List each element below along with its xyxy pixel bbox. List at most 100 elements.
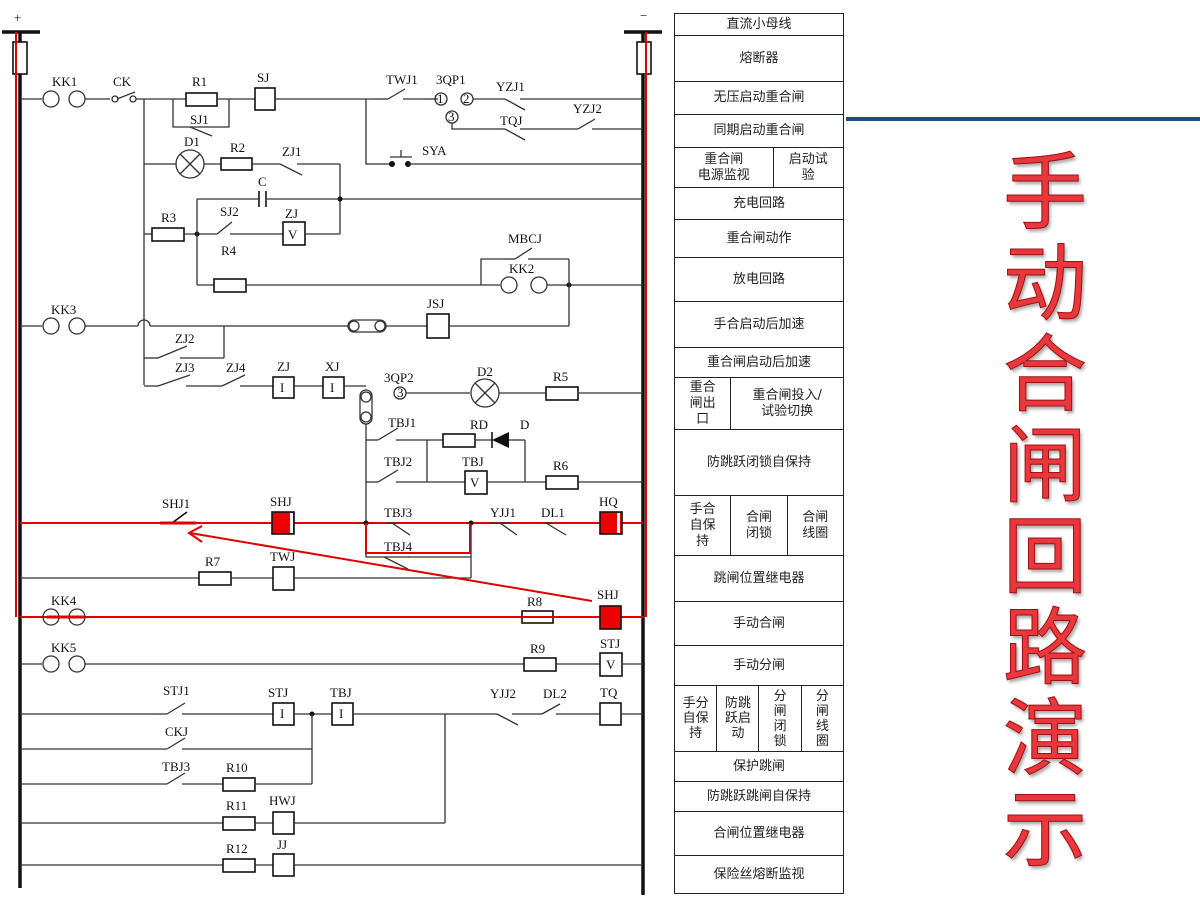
r11-resistor-icon — [222, 816, 256, 831]
label-zj-i: ZJ — [277, 359, 290, 374]
row-manual-close-accel: KK3 JSJ ZJ2 — [20, 296, 569, 359]
row-protection-trip: STJ1 I STJ I TBJ YJJ2 DL2 TQ — [20, 683, 643, 823]
label-r1: R1 — [192, 74, 207, 89]
label-tbj3: TBJ3 — [384, 505, 412, 520]
positive-bus: + — [2, 10, 40, 888]
legend-row: 放电回路 — [674, 257, 844, 302]
coil-i-label: I — [280, 380, 284, 395]
r7-resistor-icon — [198, 571, 232, 586]
label-3qp2: 3QP2 — [384, 370, 414, 385]
legend-cell: 合闸 闭锁 — [730, 495, 788, 556]
label-zj2: ZJ2 — [175, 331, 195, 346]
label-tqj: TQJ — [500, 113, 522, 128]
row-charge-circuit: C R3 SJ2 R4 V ZJ — [144, 174, 340, 285]
legend-row: 防跳跃跳闸自保持 — [674, 781, 844, 812]
shj-manual-close-relay-icon — [599, 605, 622, 630]
label-shj-bottom: SHJ — [597, 587, 619, 602]
label-kk3: KK3 — [51, 302, 76, 317]
label-kk2: KK2 — [509, 261, 534, 276]
svg-text:V: V — [606, 657, 616, 672]
label-dl1: DL1 — [541, 505, 565, 520]
diode-icon — [492, 432, 509, 448]
legend-row: 跳闸位置继电器 — [674, 555, 844, 602]
label-jsj: JSJ — [427, 296, 444, 311]
legend-cell: 手分 自保 持 — [673, 685, 718, 752]
label-zj3: ZJ3 — [175, 360, 195, 375]
title-char: 回 — [1002, 508, 1087, 606]
svg-text:I: I — [280, 706, 284, 721]
r5-resistor-icon — [545, 386, 579, 401]
label-ckj: CKJ — [165, 724, 188, 739]
r12-resistor-icon — [222, 858, 256, 873]
legend-row: 手动分闸 — [674, 645, 844, 686]
pin-1-label: 1 — [437, 91, 444, 106]
pin-3-label: 3 — [448, 109, 455, 124]
legend-cell: 保险丝熔断监视 — [674, 855, 844, 894]
label-hwj: HWJ — [269, 793, 296, 808]
label-r7: R7 — [205, 554, 221, 569]
legend-row: 防跳跃闭锁自保持 — [674, 429, 844, 496]
label-yzj2: YZJ2 — [573, 101, 602, 116]
label-kk5: KK5 — [51, 640, 76, 655]
r3-resistor-icon — [151, 227, 185, 242]
label-twj: TWJ — [270, 549, 295, 564]
row-closing-coil: SHJ1 SHJ TBJ3 YJJ1 DL1 HQ TBJ4 — [20, 494, 643, 578]
sj-relay-icon — [254, 87, 276, 111]
legend-cell: 熔断器 — [674, 35, 844, 82]
legend-cell: 防跳跃闭锁自保持 — [674, 429, 844, 496]
row-trip-position-relay: R7 TWJ — [20, 549, 471, 591]
label-stj-i: STJ — [268, 685, 288, 700]
r1-resistor-icon — [185, 92, 218, 107]
label-tq: TQ — [600, 685, 618, 700]
shj-relay-energized-icon — [271, 511, 295, 535]
svg-text:3: 3 — [397, 385, 404, 400]
label-stj1: STJ1 — [163, 683, 190, 698]
title-char: 路 — [1002, 599, 1087, 697]
label-r5: R5 — [553, 369, 568, 384]
label-dl2: DL2 — [543, 686, 567, 701]
label-twj1: TWJ1 — [386, 72, 418, 87]
legend-row: 充电回路 — [674, 187, 844, 220]
legend-row: 同期启动重合闸 — [674, 114, 844, 148]
title-char: 合 — [1002, 326, 1087, 424]
legend-cell: 防跳 跃启 动 — [716, 685, 760, 752]
row-tbj3-r10: TBJ3 R10 — [20, 759, 312, 792]
pin-2-label: 2 — [463, 91, 470, 106]
legend-cell: 直流小母线 — [674, 13, 844, 36]
row-manual-close: KK4 R8 SHJ — [20, 587, 643, 630]
legend-cell: 同期启动重合闸 — [674, 114, 844, 148]
label-r9: R9 — [530, 641, 545, 656]
legend-row: 重合闸动作 — [674, 219, 844, 258]
label-zj1: ZJ1 — [282, 144, 302, 159]
rd-resistor-icon — [442, 433, 476, 448]
label-tbj2: TBJ2 — [384, 454, 412, 469]
legend-cell: 启动试 验 — [772, 147, 845, 188]
positive-bus-label: + — [14, 10, 21, 25]
label-sj2: SJ2 — [220, 204, 239, 219]
label-c: C — [258, 174, 267, 189]
tq-trip-coil-icon — [599, 702, 622, 726]
svg-text:I: I — [330, 380, 334, 395]
title-char: 手 — [1002, 144, 1087, 242]
title-char: 闸 — [1002, 417, 1087, 515]
legend-row: 重合闸 电源监视启动试 验 — [674, 147, 845, 188]
legend-cell: 合闸位置继电器 — [674, 811, 844, 856]
row-manual-trip: KK5 R9 V STJ — [20, 636, 643, 677]
legend-row: 无压启动重合闸 — [674, 81, 844, 115]
label-zj-v: ZJ — [285, 206, 298, 221]
legend-cell: 手动分闸 — [674, 645, 844, 686]
label-shj1: SHJ1 — [162, 496, 190, 511]
row-anti-pump-trip-latch: CKJ — [20, 714, 313, 784]
legend-row: 手分 自保 持防跳 跃启 动分 闸 闭 锁分 闸 线 圈 — [673, 685, 845, 752]
negative-bus-label: − — [640, 8, 647, 23]
legend-cell: 手动合闸 — [674, 601, 844, 646]
row-close-position-relay: R11 HWJ — [20, 793, 445, 835]
kk1-contact-icon — [42, 90, 60, 108]
legend-row: 手动合闸 — [674, 601, 844, 646]
label-xj: XJ — [325, 359, 339, 374]
legend-row: 直流小母线 — [674, 13, 844, 36]
legend-row: 熔断器 — [674, 35, 844, 82]
legend-row: 手合 自保 持合闸 闭锁合闸 线圈 — [673, 495, 845, 556]
legend-row: 保险丝熔断监视 — [674, 855, 844, 894]
current-path-highlight — [15, 32, 647, 617]
